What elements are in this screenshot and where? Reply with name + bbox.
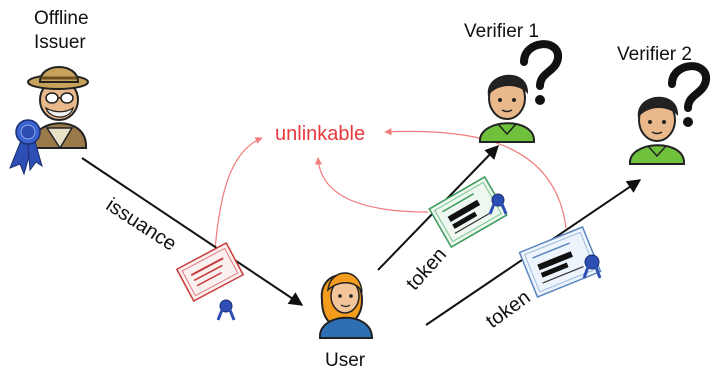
seal-icon xyxy=(582,254,602,279)
user-label: User xyxy=(325,350,366,371)
unlinkable-arrow-from-issuance xyxy=(214,137,263,251)
award-ribbon-icon xyxy=(9,119,43,176)
issuer-label-line2: Issuer xyxy=(34,32,86,53)
seal-icon xyxy=(488,193,508,215)
question-mark-icon xyxy=(520,40,562,105)
credential-certificate-icon xyxy=(175,241,245,303)
issuer-icon xyxy=(27,66,89,150)
unlinkable-arrow-from-token2 xyxy=(384,128,567,229)
user-icon xyxy=(318,272,374,339)
verifier2-label: Verifier 2 xyxy=(617,44,692,65)
verifier1-label: Verifier 1 xyxy=(464,21,539,42)
unlinkable-label: unlinkable xyxy=(275,123,366,145)
token-certificate-icon xyxy=(428,175,508,249)
issuance-arrow xyxy=(81,157,304,306)
issuer-label-line1: Offline xyxy=(34,8,89,29)
unlinkable-arrow-from-token1 xyxy=(314,157,429,213)
seal-icon xyxy=(216,299,236,321)
verifier1-icon xyxy=(478,74,536,143)
token-certificate-icon xyxy=(518,226,602,298)
verifier2-icon xyxy=(628,96,686,165)
question-mark-icon xyxy=(668,62,710,127)
